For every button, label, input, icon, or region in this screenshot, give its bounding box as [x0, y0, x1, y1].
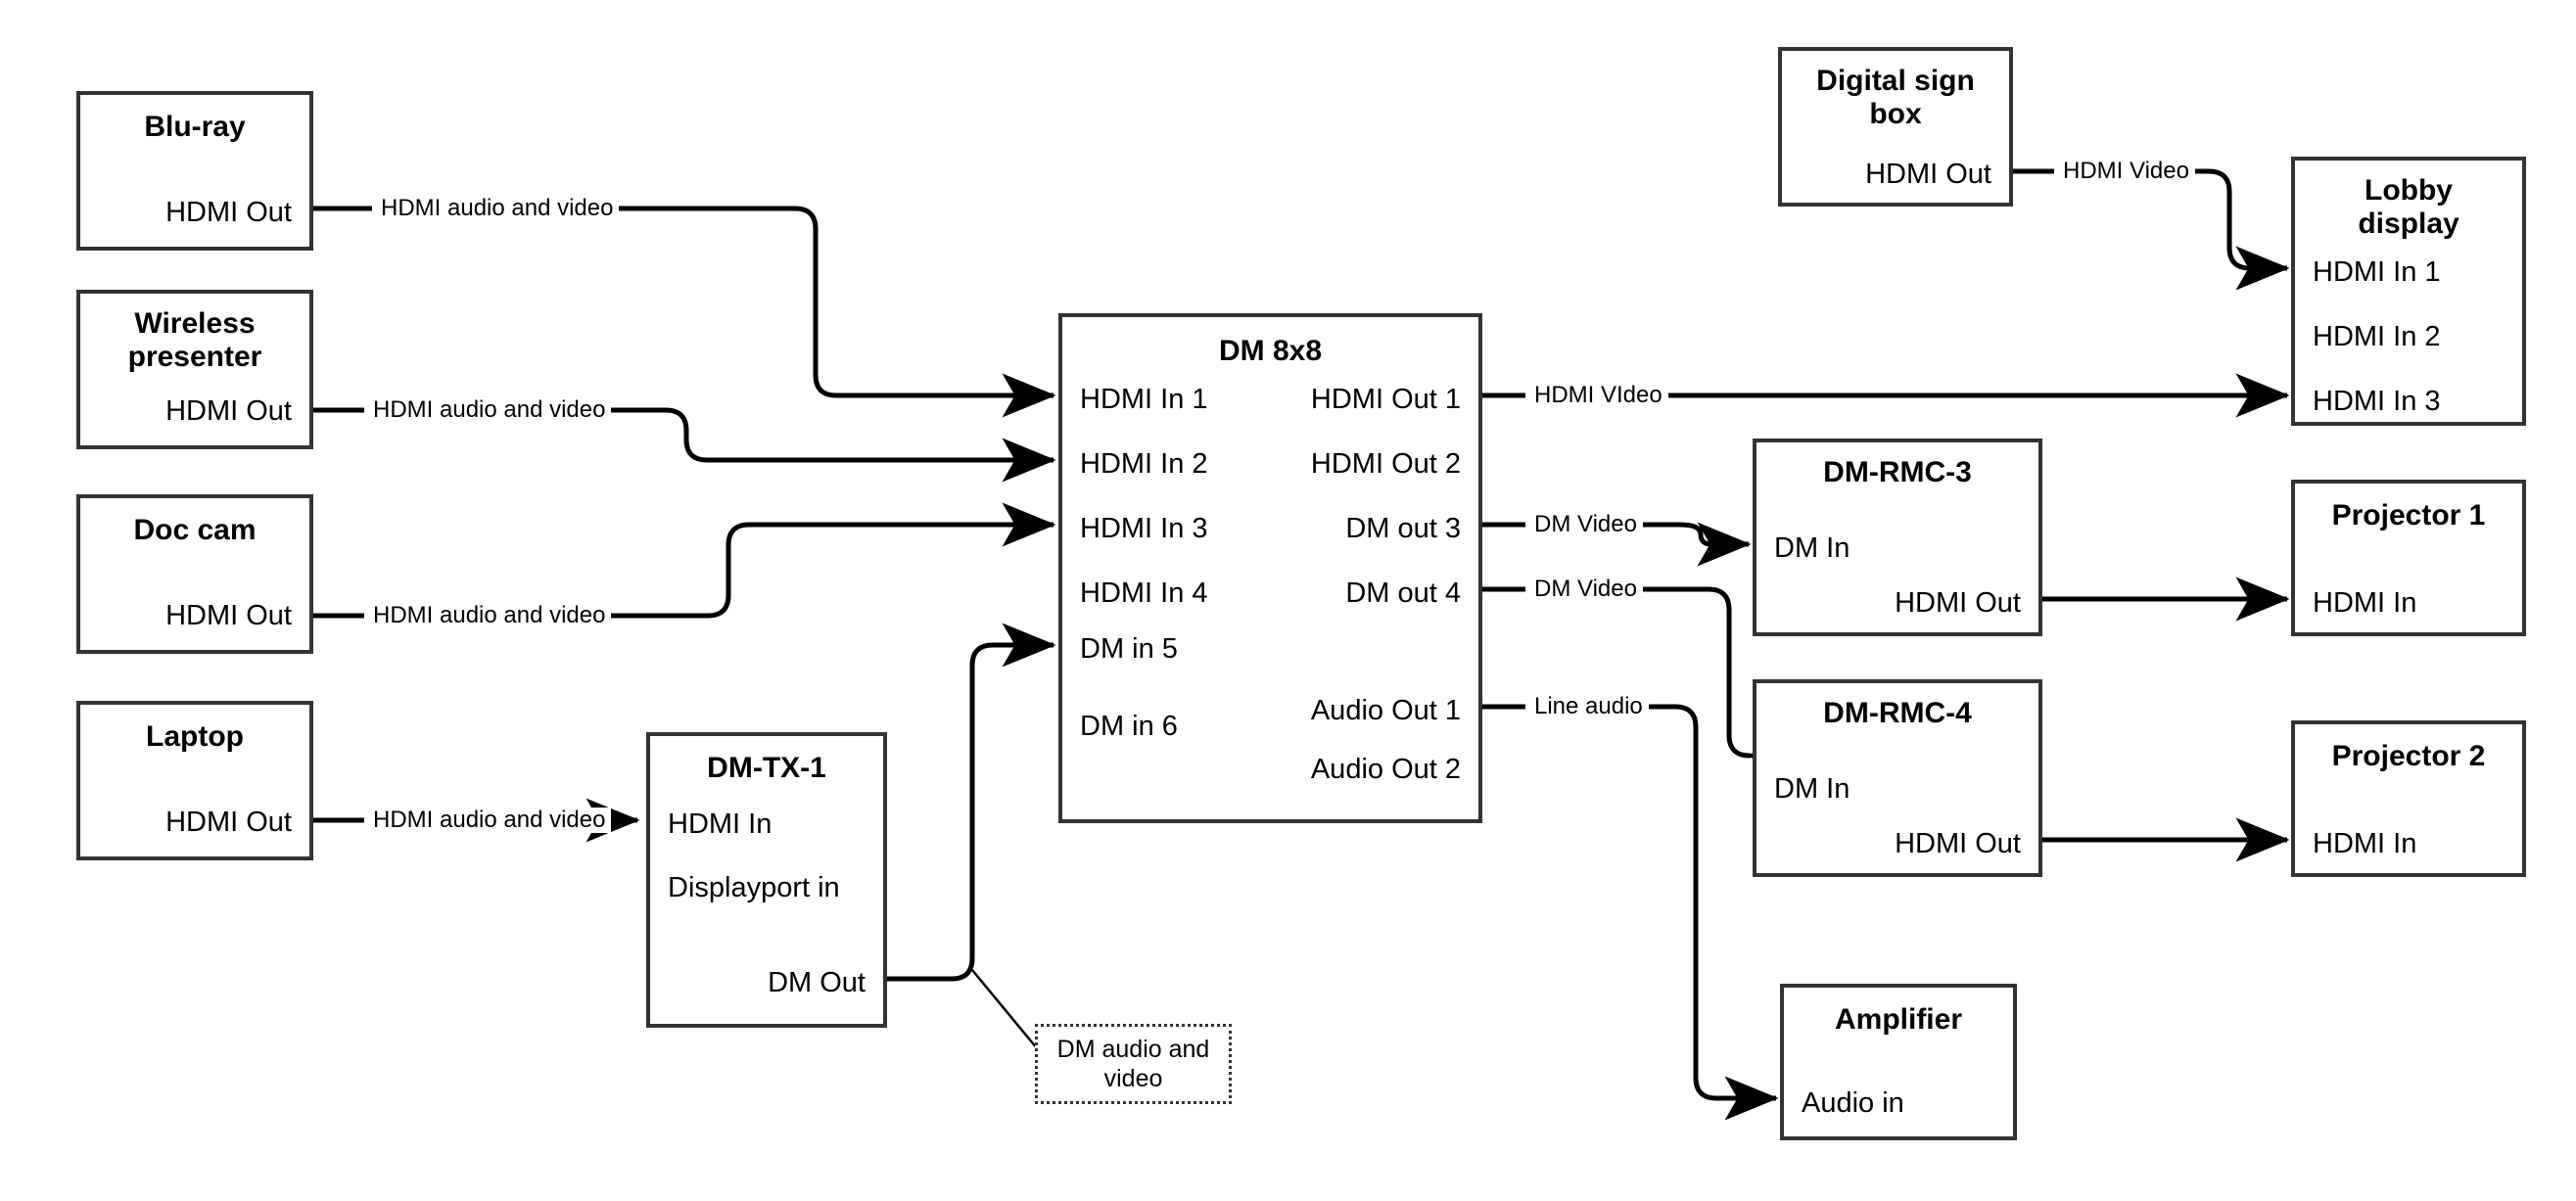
- wire-dmtx1-to-dm8x8: [887, 623, 1056, 982]
- edge-label-wireless-to-dm8x8: HDMI audio and video: [367, 397, 612, 423]
- edge-label-dm8x8-to-amplifier: Line audio: [1528, 694, 1649, 719]
- node-title: Projector 2: [2331, 740, 2486, 772]
- port-hdmi-in-2[interactable]: HDMI In 2: [2313, 321, 2441, 352]
- port-audio-in[interactable]: Audio in: [1802, 1087, 1904, 1119]
- port-hdmi-out[interactable]: HDMI Out: [1865, 159, 1991, 190]
- node-laptop[interactable]: Laptop HDMI Out: [76, 701, 313, 860]
- wire-dm8x8-to-amplifier: [1482, 704, 1776, 1098]
- edge-label-dm8x8-to-dmrmc4: DM Video: [1528, 577, 1643, 602]
- node-dm-tx-1[interactable]: DM-TX-1 HDMI In Displayport in DM Out: [646, 732, 887, 1028]
- port-hdmi-out[interactable]: HDMI Out: [1895, 828, 2021, 859]
- node-dm-rmc-3[interactable]: DM-RMC-3 DM In HDMI Out: [1753, 439, 2042, 636]
- port-dm-in-5[interactable]: DM in 5: [1080, 633, 1178, 665]
- edge-label-dm8x8-to-dmrmc3: DM Video: [1528, 512, 1643, 537]
- port-dm-in[interactable]: DM In: [1774, 773, 1850, 805]
- node-amplifier[interactable]: Amplifier Audio in: [1780, 984, 2017, 1140]
- node-title: Amplifier: [1834, 1003, 1963, 1036]
- node-wireless-presenter[interactable]: Wireless presenter HDMI Out: [76, 290, 313, 449]
- node-title: Digital sign box: [1816, 65, 1975, 130]
- node-title: Projector 1: [2331, 499, 2486, 531]
- port-hdmi-in[interactable]: HDMI In: [2313, 828, 2417, 859]
- wire-digitalsign-to-lobby: [2013, 168, 2287, 268]
- edge-label-bluray-to-dm8x8: HDMI audio and video: [375, 196, 620, 221]
- port-audio-out-1[interactable]: Audio Out 1: [1310, 695, 1461, 726]
- node-title: Lobby display: [2358, 174, 2459, 240]
- wire-dm8x8-to-dmrmc3: [1482, 525, 1749, 544]
- node-dm-rmc-4[interactable]: DM-RMC-4 DM In HDMI Out: [1753, 679, 2042, 877]
- edge-label-dm8x8-to-lobby: HDMI VIdeo: [1528, 383, 1668, 408]
- port-hdmi-in-3[interactable]: HDMI In 3: [1080, 513, 1208, 544]
- port-hdmi-in-4[interactable]: HDMI In 4: [1080, 577, 1208, 609]
- port-dm-in[interactable]: DM In: [1774, 532, 1850, 564]
- node-title: Blu-ray: [144, 111, 246, 143]
- port-dm-in-6[interactable]: DM in 6: [1080, 711, 1178, 742]
- node-title: DM-TX-1: [707, 752, 826, 784]
- port-audio-out-2[interactable]: Audio Out 2: [1310, 754, 1461, 785]
- port-hdmi-out[interactable]: HDMI Out: [165, 807, 292, 838]
- port-hdmi-out-2[interactable]: HDMI Out 2: [1310, 448, 1461, 480]
- port-dm-out-3[interactable]: DM out 3: [1345, 513, 1461, 544]
- node-lobby-display[interactable]: Lobby display HDMI In 1 HDMI In 2 HDMI I…: [2291, 157, 2526, 426]
- node-projector-1[interactable]: Projector 1 HDMI In: [2291, 480, 2526, 636]
- port-hdmi-in[interactable]: HDMI In: [2313, 587, 2417, 619]
- node-dm-8x8[interactable]: DM 8x8 HDMI In 1 HDMI In 2 HDMI In 3 HDM…: [1058, 313, 1482, 823]
- node-title: DM-RMC-4: [1823, 697, 1972, 729]
- port-hdmi-out[interactable]: HDMI Out: [1895, 587, 2021, 619]
- wire-wireless-to-dm8x8: [313, 410, 1054, 460]
- port-displayport-in[interactable]: Displayport in: [668, 872, 840, 903]
- port-dm-out[interactable]: DM Out: [768, 967, 866, 998]
- wire-callout-leader: [971, 969, 1043, 1055]
- edge-label-laptop-to-dmtx1: HDMI audio and video: [367, 808, 612, 833]
- port-hdmi-in-1[interactable]: HDMI In 1: [2313, 256, 2441, 288]
- port-hdmi-in-3[interactable]: HDMI In 3: [2313, 386, 2441, 417]
- port-hdmi-in[interactable]: HDMI In: [668, 808, 773, 840]
- node-digital-sign-box[interactable]: Digital sign box HDMI Out: [1778, 47, 2013, 207]
- node-title: DM-RMC-3: [1823, 456, 1972, 488]
- node-blu-ray[interactable]: Blu-ray HDMI Out: [76, 91, 313, 251]
- node-projector-2[interactable]: Projector 2 HDMI In: [2291, 720, 2526, 877]
- port-hdmi-out[interactable]: HDMI Out: [165, 197, 292, 228]
- node-title: Laptop: [146, 720, 244, 753]
- port-hdmi-out[interactable]: HDMI Out: [165, 395, 292, 427]
- node-doc-cam[interactable]: Doc cam HDMI Out: [76, 494, 313, 654]
- node-title: DM 8x8: [1218, 335, 1323, 367]
- port-hdmi-in-2[interactable]: HDMI In 2: [1080, 448, 1208, 480]
- edge-label-digitalsign-to-lobby: HDMI Video: [2057, 159, 2195, 184]
- port-hdmi-out-1[interactable]: HDMI Out 1: [1310, 384, 1461, 415]
- edge-label-doccam-to-dm8x8: HDMI audio and video: [367, 603, 612, 628]
- port-dm-out-4[interactable]: DM out 4: [1345, 577, 1461, 609]
- wire-bluray-to-dm8x8: [313, 206, 1054, 395]
- callout-dm-audio-and-video: DM audio and video: [1035, 1024, 1232, 1104]
- node-title: Wireless presenter: [127, 307, 262, 373]
- port-hdmi-out[interactable]: HDMI Out: [165, 600, 292, 631]
- port-hdmi-in-1[interactable]: HDMI In 1: [1080, 384, 1208, 415]
- wire-doccam-to-dm8x8: [313, 525, 1054, 619]
- node-title: Doc cam: [133, 514, 257, 546]
- wire-dm8x8-to-dmrmc4: [1482, 586, 1750, 756]
